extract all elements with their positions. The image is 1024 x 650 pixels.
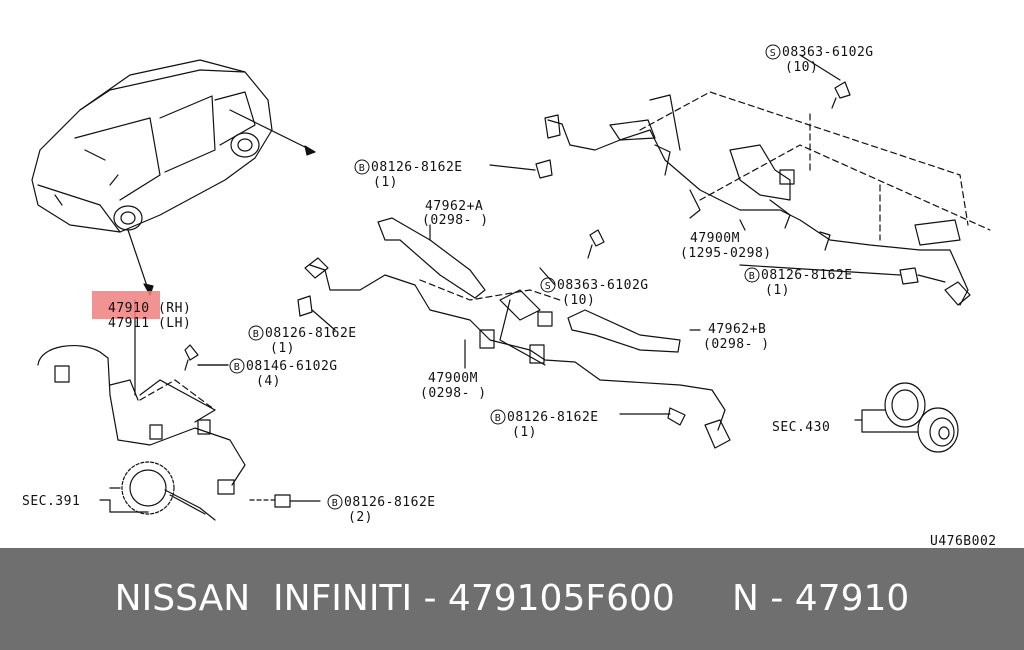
footer-banner: NISSAN INFINITI - 479105F600 N - 47910 — [0, 548, 1024, 650]
screw-marker: S — [770, 48, 777, 59]
drawing-code: U476B002 — [930, 534, 997, 548]
callout-08126-b: 08126-8162E — [371, 160, 463, 175]
callout-08363-a-qty: (10) — [562, 293, 595, 308]
leader-arrow-rear — [229, 109, 316, 153]
callout-47900m-a-date: (1295-0298) — [680, 246, 772, 261]
screw-marker: S — [545, 281, 552, 292]
callout-47911: 47911 (LH) — [108, 316, 191, 331]
callout-47900m-b-date: (0298- ) — [420, 386, 487, 401]
front-reluctor-ring — [121, 461, 216, 521]
callout-47910: 47910 (RH) — [108, 301, 191, 316]
bolt-marker: B — [359, 163, 366, 174]
callout-08363-a: 08363-6102G — [557, 278, 649, 293]
callout-08126-b-qty: (1) — [373, 175, 398, 190]
bracket-outlines — [139, 91, 991, 411]
callout-47900m-b: 47900M — [428, 371, 478, 386]
callout-sec430: SEC.430 — [772, 420, 830, 435]
part-number-title: NISSAN INFINITI - 479105F600 N - 47910 — [114, 578, 910, 619]
callout-08126-d-qty: (1) — [512, 425, 537, 440]
parts-diagram: B B B S S B B B 47910 (RH) 47911 (LH) 08… — [22, 44, 997, 548]
callout-08126-a: 08126-8162E — [265, 326, 357, 341]
bolt-marker: B — [332, 498, 339, 509]
callout-08363-b-qty: (10) — [785, 60, 818, 75]
callout-08126-a-qty: (1) — [270, 341, 295, 356]
callout-08146: 08146-6102G — [246, 359, 338, 374]
callout-08126-c: 08126-8162E — [761, 268, 853, 283]
callout-47900m-a: 47900M — [690, 231, 740, 246]
callout-47962a: 47962+A — [425, 199, 483, 214]
callout-47962b-date: (0298- ) — [703, 337, 770, 352]
callout-sec391: SEC.391 — [22, 494, 80, 509]
callout-08126-e: 08126-8162E — [344, 495, 436, 510]
highlight-box — [92, 291, 160, 319]
upper-rear-harness — [535, 81, 971, 306]
bolt-marker: B — [253, 329, 260, 340]
callout-08126-d: 08126-8162E — [507, 410, 599, 425]
callout-08126-e-qty: (2) — [348, 510, 373, 525]
vehicle-illustration — [31, 59, 273, 233]
bolt-marker: B — [495, 413, 502, 424]
callout-47962a-date: (0298- ) — [422, 213, 489, 228]
rear-sensor-harness — [297, 217, 731, 449]
front-sensor-harness — [37, 329, 246, 495]
callout-08126-c-qty: (1) — [765, 283, 790, 298]
callout-47962b: 47962+B — [708, 322, 766, 337]
callout-08363-b: 08363-6102G — [782, 45, 874, 60]
bolt-marker: B — [749, 271, 756, 282]
bolt-marker: B — [234, 362, 241, 373]
callout-08146-qty: (4) — [256, 374, 281, 389]
rear-hub-assembly — [854, 382, 959, 453]
